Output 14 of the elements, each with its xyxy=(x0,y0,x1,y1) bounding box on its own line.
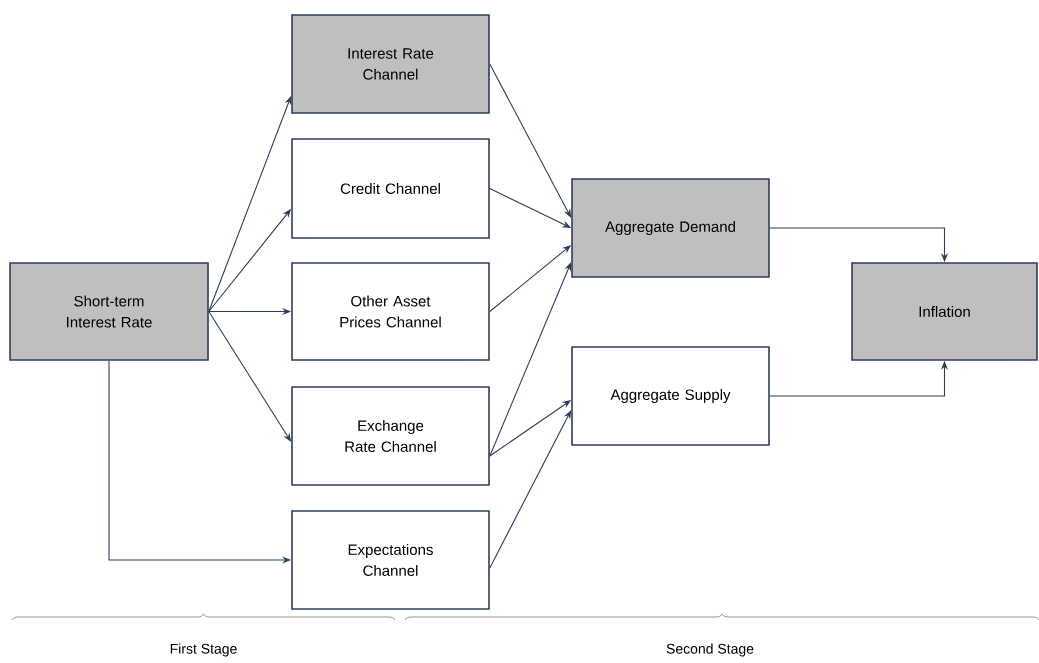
process-box: Aggregate Demand xyxy=(571,178,770,278)
process-box: Inflation xyxy=(851,262,1038,361)
arrow xyxy=(489,410,572,569)
stage-label: First Stage xyxy=(170,643,237,657)
stage-label: Second Stage xyxy=(666,643,754,657)
arrow xyxy=(489,63,572,218)
process-box: Credit Channel xyxy=(291,138,490,239)
process-box: Expectations Channel xyxy=(291,510,490,610)
process-box: Interest Rate Channel xyxy=(291,14,490,114)
arrow xyxy=(489,262,572,457)
process-box: Aggregate Supply xyxy=(571,346,770,446)
process-box: Exchange Rate Channel xyxy=(291,386,490,486)
process-box: Other Asset Prices Channel xyxy=(291,262,490,361)
process-box: Short-term Interest Rate xyxy=(9,262,209,361)
